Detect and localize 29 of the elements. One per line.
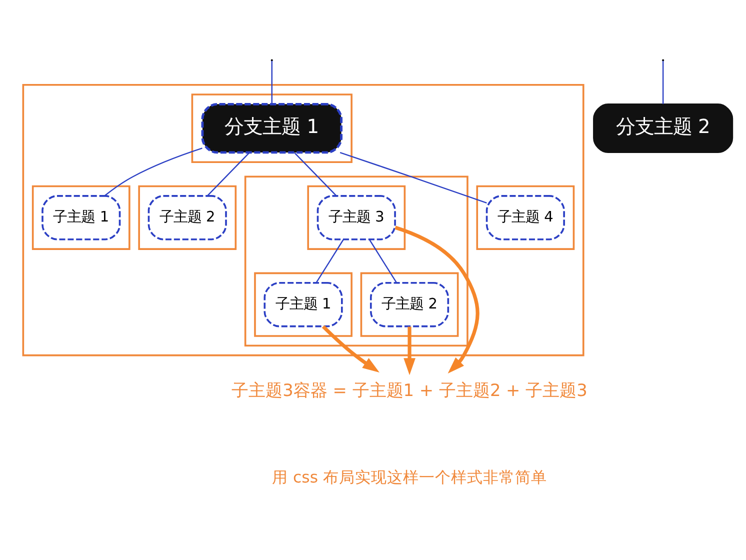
cluster: [360, 272, 459, 337]
node-box: 分支主题 1: [201, 102, 343, 154]
node-box: 子主题 1: [42, 195, 121, 240]
connector: [369, 239, 398, 284]
cluster: [254, 272, 352, 337]
node-box: 子主题 2: [148, 195, 227, 240]
label: 用 css 布局实现这样一个样式非常简单: [272, 468, 547, 487]
connector: [662, 60, 664, 104]
cluster: [22, 84, 584, 356]
node-text: 子主题3容器 = 子主题1 + 子主题2 + 子主题3: [232, 380, 588, 400]
node-box: 子主题 2: [370, 282, 450, 328]
node-box: 子主题 3: [316, 195, 396, 240]
cluster: [191, 94, 352, 164]
node-box: 子主题 4: [486, 195, 565, 240]
connector: [271, 60, 272, 104]
cluster: [32, 185, 130, 250]
node-box: 子主题 1: [264, 282, 343, 328]
connector: [104, 148, 202, 196]
connector: [340, 152, 487, 204]
node-box: 分支主题 2: [593, 104, 734, 154]
cluster: [307, 185, 406, 250]
connector: [207, 152, 250, 196]
connector: [294, 152, 336, 196]
arrow: [394, 226, 480, 374]
cluster: [244, 176, 468, 347]
cluster: [138, 185, 237, 250]
arrow: [404, 326, 416, 376]
connector: [316, 239, 344, 284]
cluster: [476, 185, 575, 250]
